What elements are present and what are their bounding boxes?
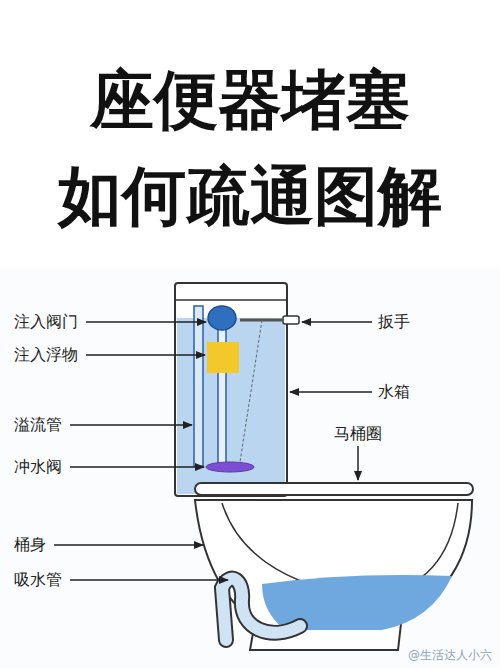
part-label: 吸水管 [14, 570, 62, 590]
flush-valve [206, 462, 254, 472]
leader-lines [54, 322, 372, 580]
tank [175, 283, 287, 496]
float [207, 342, 239, 373]
fill-valve [208, 306, 236, 330]
part-label: 桶身 [14, 535, 46, 555]
part-label: 马桶圈 [334, 424, 382, 444]
part-label: 注入阀门 [14, 312, 78, 332]
diagram-ground [0, 268, 500, 668]
trapway [222, 579, 300, 640]
seat [195, 483, 473, 495]
part-label: 冲水阀 [14, 457, 62, 477]
bowl [195, 500, 472, 650]
title: 座便器堵塞 如何疏通图解 [0, 52, 500, 244]
handle [283, 316, 299, 324]
overflow-tube [194, 306, 203, 466]
part-label: 注入浮物 [14, 345, 78, 365]
part-label: 扳手 [378, 312, 410, 332]
part-label: 水箱 [378, 382, 410, 402]
part-label: 溢流管 [14, 415, 62, 435]
watermark: @生活达人小六 [408, 648, 492, 662]
